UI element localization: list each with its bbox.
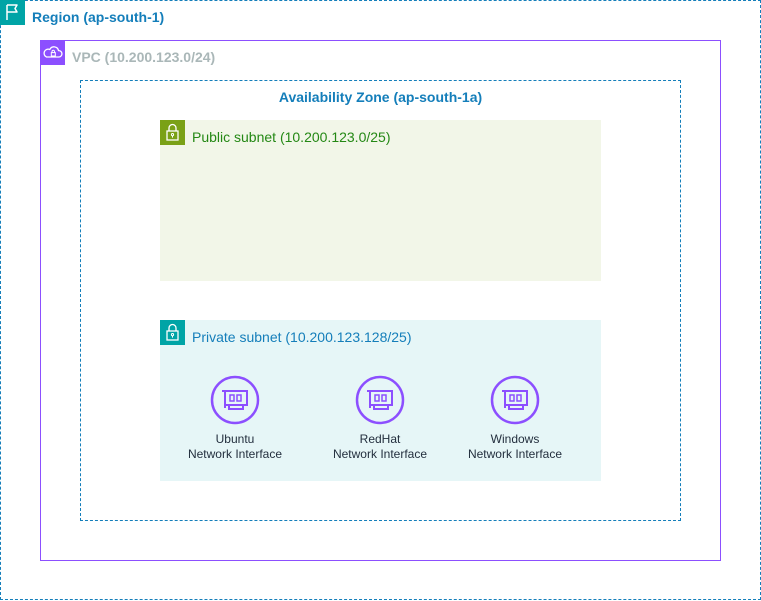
region-label: Region (ap-south-1) [32, 9, 165, 25]
availability-zone-group [80, 80, 681, 521]
network-interface-label: Windows Network Interface [450, 432, 580, 462]
network-interface-type: Network Interface [332, 447, 428, 461]
network-interface-icon [490, 375, 540, 425]
vpc-cloud-icon [40, 40, 65, 65]
network-interface-label: Ubuntu Network Interface [170, 432, 300, 462]
vpc-group [40, 40, 721, 561]
public-subnet-label: Public subnet (10.200.123.0/25) [192, 129, 391, 145]
network-interface-name: Ubuntu [215, 432, 255, 446]
public-subnet-group [160, 120, 601, 281]
private-subnet-label: Private subnet (10.200.123.128/25) [192, 329, 412, 345]
network-interface-type: Network Interface [187, 447, 283, 461]
lock-icon [160, 320, 185, 345]
network-interface-name: Windows [490, 432, 540, 446]
network-interface-icon [355, 375, 405, 425]
region-flag-icon [0, 0, 25, 25]
network-interface-icon [210, 375, 260, 425]
network-interface-type: Network Interface [467, 447, 563, 461]
network-interface-label: RedHat Network Interface [315, 432, 445, 462]
network-interface-name: RedHat [359, 432, 401, 446]
availability-zone-label: Availability Zone (ap-south-1a) [278, 89, 483, 105]
vpc-label: VPC (10.200.123.0/24) [72, 49, 216, 65]
lock-icon [160, 120, 185, 145]
